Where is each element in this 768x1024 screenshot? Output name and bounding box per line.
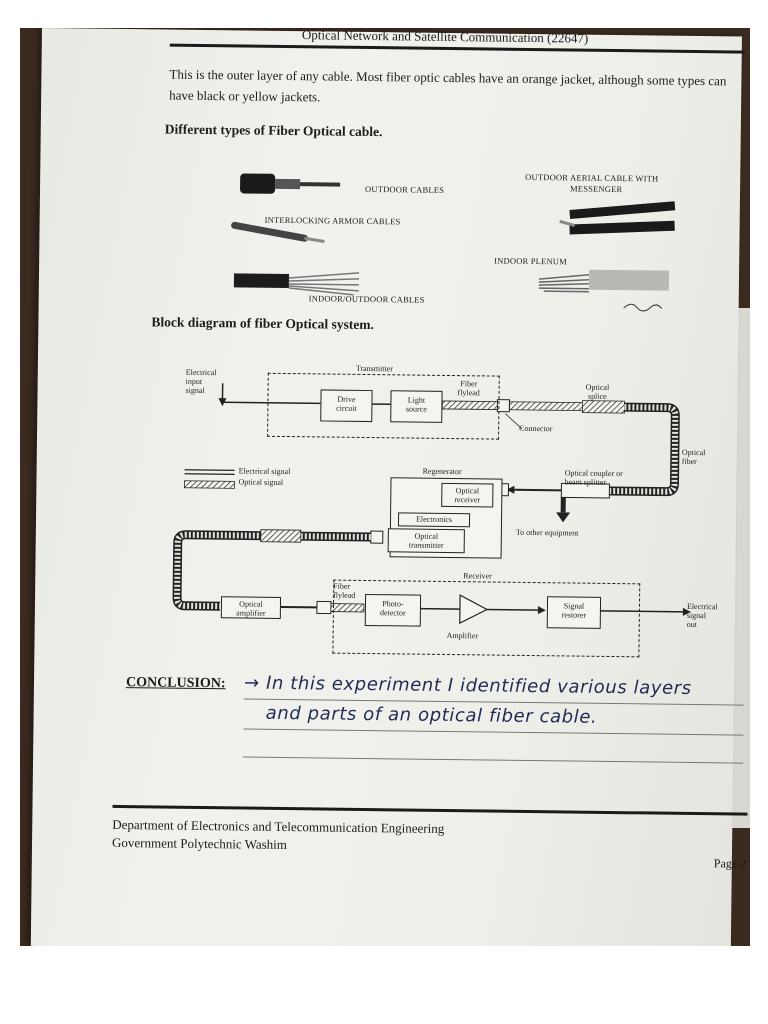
footer-institute: Government Polytechnic Washim [111, 834, 288, 853]
label-to-other-equipment: To other equipment [515, 527, 579, 538]
footer-department: Department of Electronics and Telecommun… [112, 816, 445, 836]
label-transmitter: Transmitter [355, 363, 393, 374]
indoor-outdoor-cable-image [233, 272, 360, 296]
photodetector-block: Photo-detector [364, 593, 422, 627]
legend-optical: Optical signal [238, 477, 284, 487]
interlocking-cable-image [231, 221, 325, 243]
electronics-block: Electronics [397, 512, 471, 528]
signature-mark [623, 303, 663, 312]
label-receiver: Receiver [463, 571, 492, 581]
label-connector: Connector [519, 423, 553, 434]
conclusion-line-2: and parts of an optical fiber cable. [265, 702, 598, 728]
label-amplifier: Amplifier [446, 630, 479, 641]
page-number: Page 2 [713, 856, 747, 871]
document-page: Optical Network and Satellite Communicat… [30, 28, 748, 946]
footer-rule [112, 804, 748, 816]
legend-electrical: Electrical signal [238, 466, 291, 477]
label-regenerator: Regenerator [422, 466, 462, 477]
photo-frame: Optical Network and Satellite Communicat… [20, 28, 750, 946]
conclusion-label: CONCLUSION: [125, 675, 226, 692]
plenum-cable-image [538, 269, 670, 293]
ruled-line-3 [243, 756, 744, 764]
aerial-cable-image [559, 201, 676, 235]
cable-images [231, 173, 676, 312]
outdoor-cable-image [240, 173, 341, 194]
